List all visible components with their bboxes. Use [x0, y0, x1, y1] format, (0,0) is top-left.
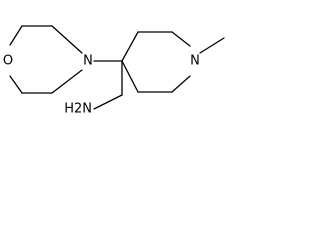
amine-label: H2N: [64, 102, 92, 117]
bond-c2-n: [51, 25, 83, 54]
bond-npip-methyl: [199, 37, 225, 54]
molecule-structure: O N N H2N: [3, 25, 225, 117]
morpholine-nitrogen-label: N: [83, 54, 93, 69]
bond-npip-c7: [171, 75, 191, 93]
piperidine-nitrogen-label: N: [190, 54, 200, 69]
bond-n-c3: [51, 69, 83, 94]
bond-cquat-c5: [121, 31, 139, 62]
bond-o-c1: [9, 25, 23, 46]
bond-ch2-nh2: [93, 94, 123, 110]
bond-c8-cquat: [121, 60, 139, 93]
morpholine-oxygen-label: O: [3, 54, 13, 69]
bond-c4-o: [9, 75, 23, 94]
bond-c6-npip: [171, 31, 191, 47]
